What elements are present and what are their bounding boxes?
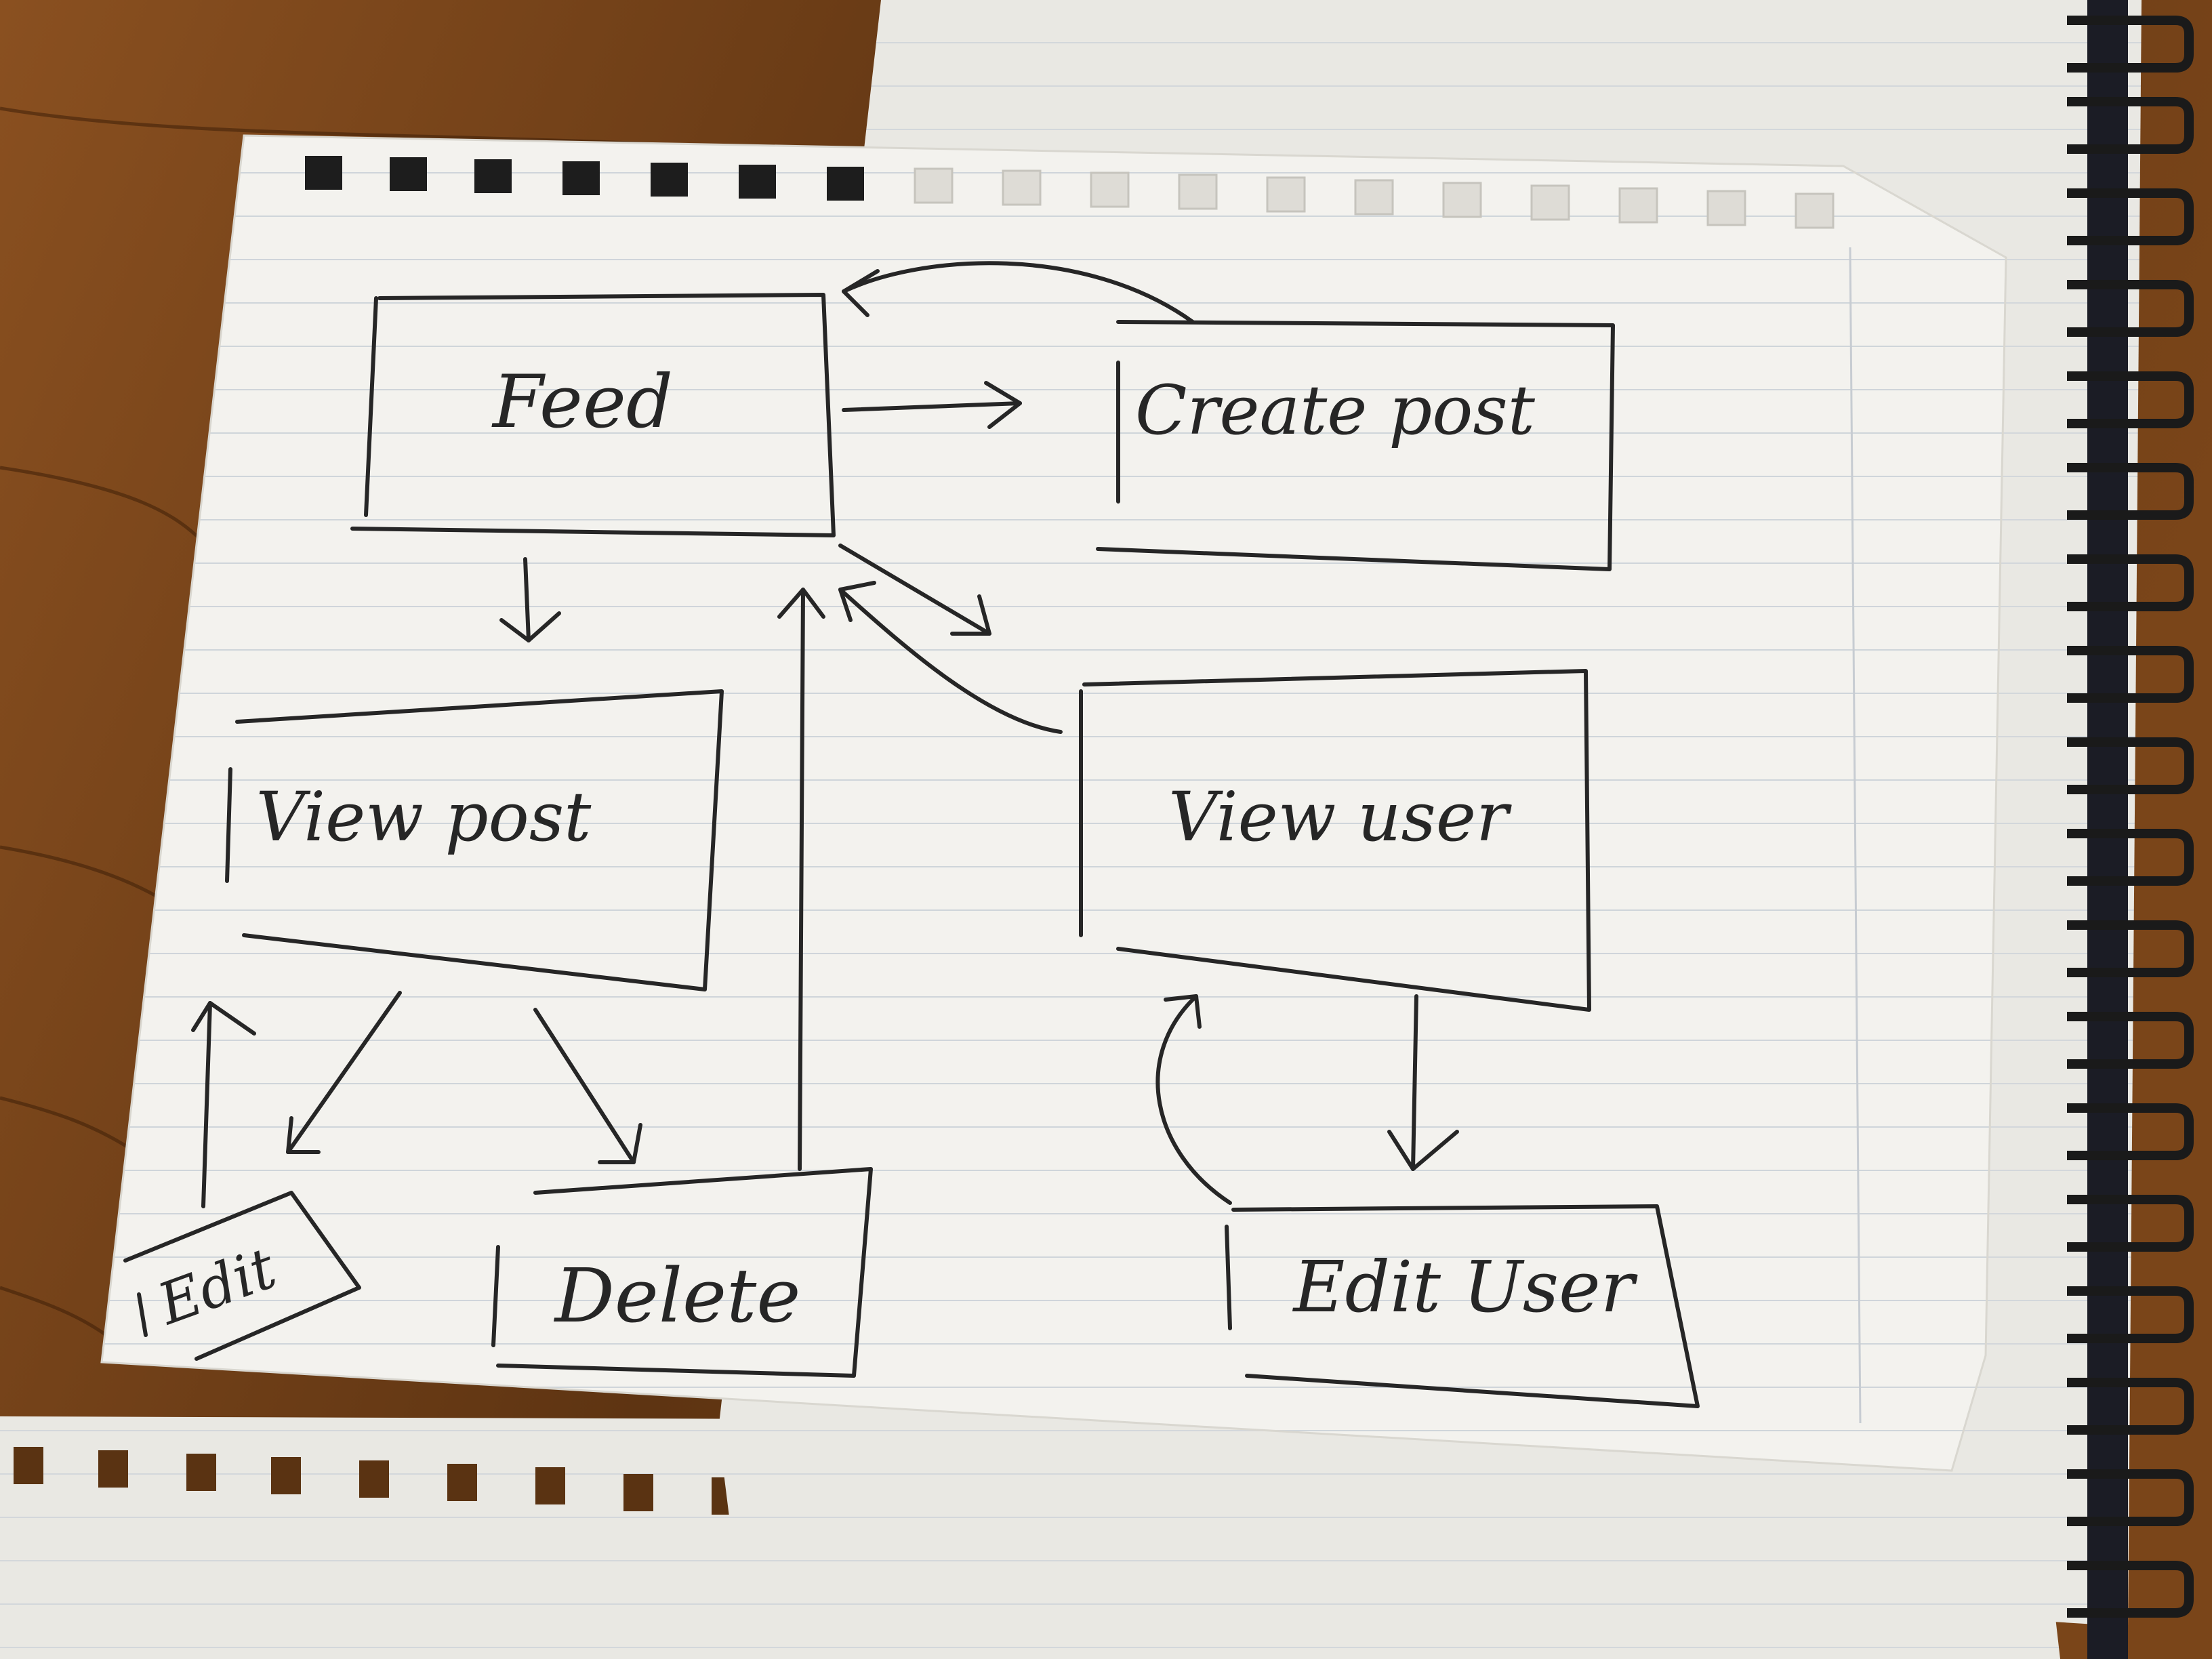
arrow-view-user-to-edit-user-head bbox=[1387, 1130, 1459, 1171]
box-edit-user bbox=[1225, 1204, 1700, 1408]
arrow-feed-to-create bbox=[842, 401, 1022, 412]
label-create-post: Create post bbox=[1135, 371, 1536, 450]
arrow-view-user-to-edit-user bbox=[1411, 994, 1418, 1171]
arrow-view-post-to-delete bbox=[533, 1008, 636, 1164]
sheet-perforations-light bbox=[914, 167, 1835, 229]
label-delete: Delete bbox=[554, 1252, 801, 1339]
box-create-post bbox=[1096, 320, 1615, 571]
arrow-delete-to-feed-head bbox=[777, 588, 825, 619]
arrow-delete-to-feed bbox=[798, 588, 805, 1171]
arrow-create-to-feed-head bbox=[842, 269, 880, 317]
arrow-view-user-to-feed bbox=[838, 588, 1063, 734]
label-view-post: View post bbox=[256, 777, 592, 857]
arrow-edit-to-view-post bbox=[201, 1001, 212, 1208]
diagram-arrows bbox=[191, 261, 1459, 1208]
label-view-user: View user bbox=[1168, 777, 1512, 857]
arrow-edit-to-view-post-head bbox=[191, 1001, 256, 1036]
sheet-perforations bbox=[305, 156, 864, 201]
sketch-sheet bbox=[100, 134, 2007, 1472]
arrow-feed-to-view-post bbox=[523, 557, 531, 642]
arrow-view-user-to-feed-head bbox=[838, 581, 876, 622]
arrow-feed-to-view-user-head bbox=[950, 594, 991, 636]
diagram-boxes bbox=[123, 293, 1700, 1408]
arrow-view-post-to-delete-head bbox=[598, 1123, 642, 1164]
arrow-feed-to-view-user bbox=[838, 544, 991, 636]
box-view-user bbox=[1079, 669, 1591, 1012]
box-edit bbox=[123, 1191, 361, 1361]
arrow-create-to-feed bbox=[842, 261, 1195, 324]
label-feed: Feed bbox=[491, 360, 673, 445]
arrow-edit-user-to-view-user bbox=[1155, 994, 1232, 1205]
arrow-edit-user-to-view-user-head bbox=[1164, 994, 1202, 1029]
diagram-labels: Feed Create post View post View user Edi… bbox=[148, 360, 1638, 1339]
box-delete bbox=[491, 1167, 873, 1378]
sheet-margin-line bbox=[1849, 247, 1862, 1424]
box-feed bbox=[350, 293, 836, 537]
box-view-post bbox=[225, 689, 724, 991]
spiral-binding bbox=[2067, 16, 2194, 1618]
arrow-feed-to-view-post-head bbox=[499, 611, 561, 642]
arrow-view-post-to-edit bbox=[286, 991, 402, 1154]
arrow-view-post-to-edit-head bbox=[286, 1116, 321, 1154]
label-edit-user: Edit User bbox=[1292, 1246, 1638, 1328]
arrow-feed-to-create-head bbox=[984, 381, 1022, 429]
